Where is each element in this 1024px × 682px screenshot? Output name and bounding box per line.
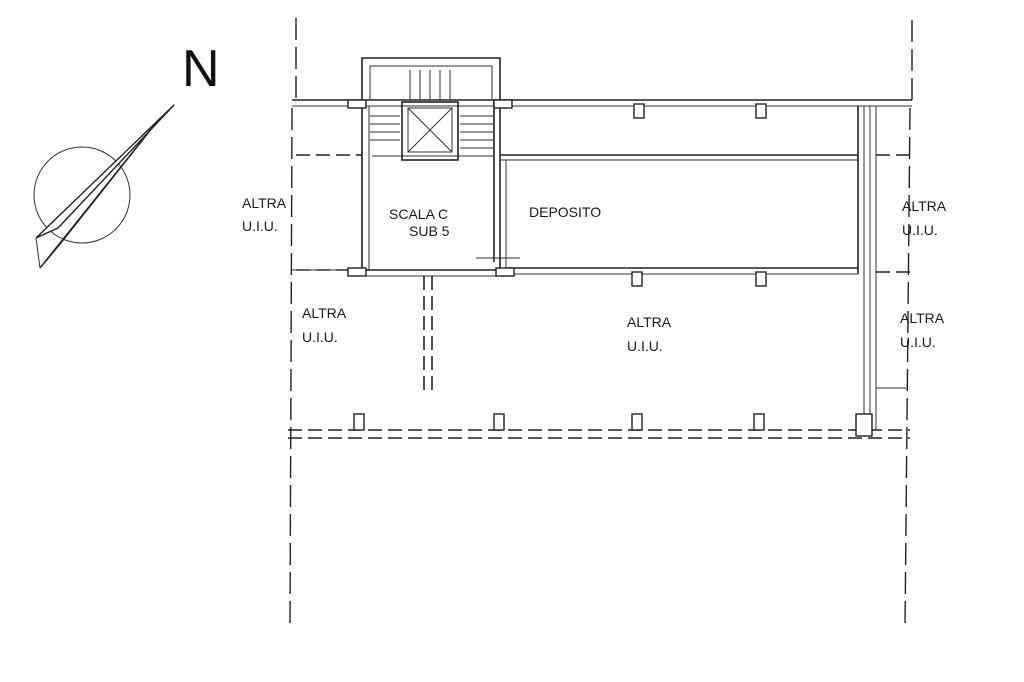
center-unit-label-line2: U.I.U.	[627, 338, 663, 354]
east-bottom-unit-label-line1: ALTRA	[900, 310, 945, 326]
east-top-unit-label-line1: ALTRA	[902, 198, 947, 214]
elevator-icon	[401, 101, 459, 161]
outer-boundary-lines	[288, 18, 913, 629]
north-compass-icon	[33, 104, 175, 269]
stair-block	[361, 57, 520, 277]
stair-label: SCALA C	[389, 206, 448, 222]
lower-partitions	[292, 154, 910, 390]
center-unit-label-line1: ALTRA	[627, 314, 672, 330]
stair-sub-label: SUB 5	[409, 223, 450, 239]
west-top-unit-label-line2: U.I.U.	[242, 218, 278, 234]
east-top-unit-label-line2: U.I.U.	[902, 222, 938, 238]
deposito-room	[499, 106, 877, 430]
top-wall	[292, 99, 912, 107]
north-label: N	[182, 40, 220, 98]
deposito-label: DEPOSITO	[529, 204, 601, 220]
west-bottom-unit-label-line1: ALTRA	[302, 305, 347, 321]
west-bottom-unit-label-line2: U.I.U.	[302, 329, 338, 345]
east-bottom-unit-label-line2: U.I.U.	[900, 334, 936, 350]
west-top-unit-label-line1: ALTRA	[242, 195, 287, 211]
structural-pillars	[347, 99, 873, 437]
